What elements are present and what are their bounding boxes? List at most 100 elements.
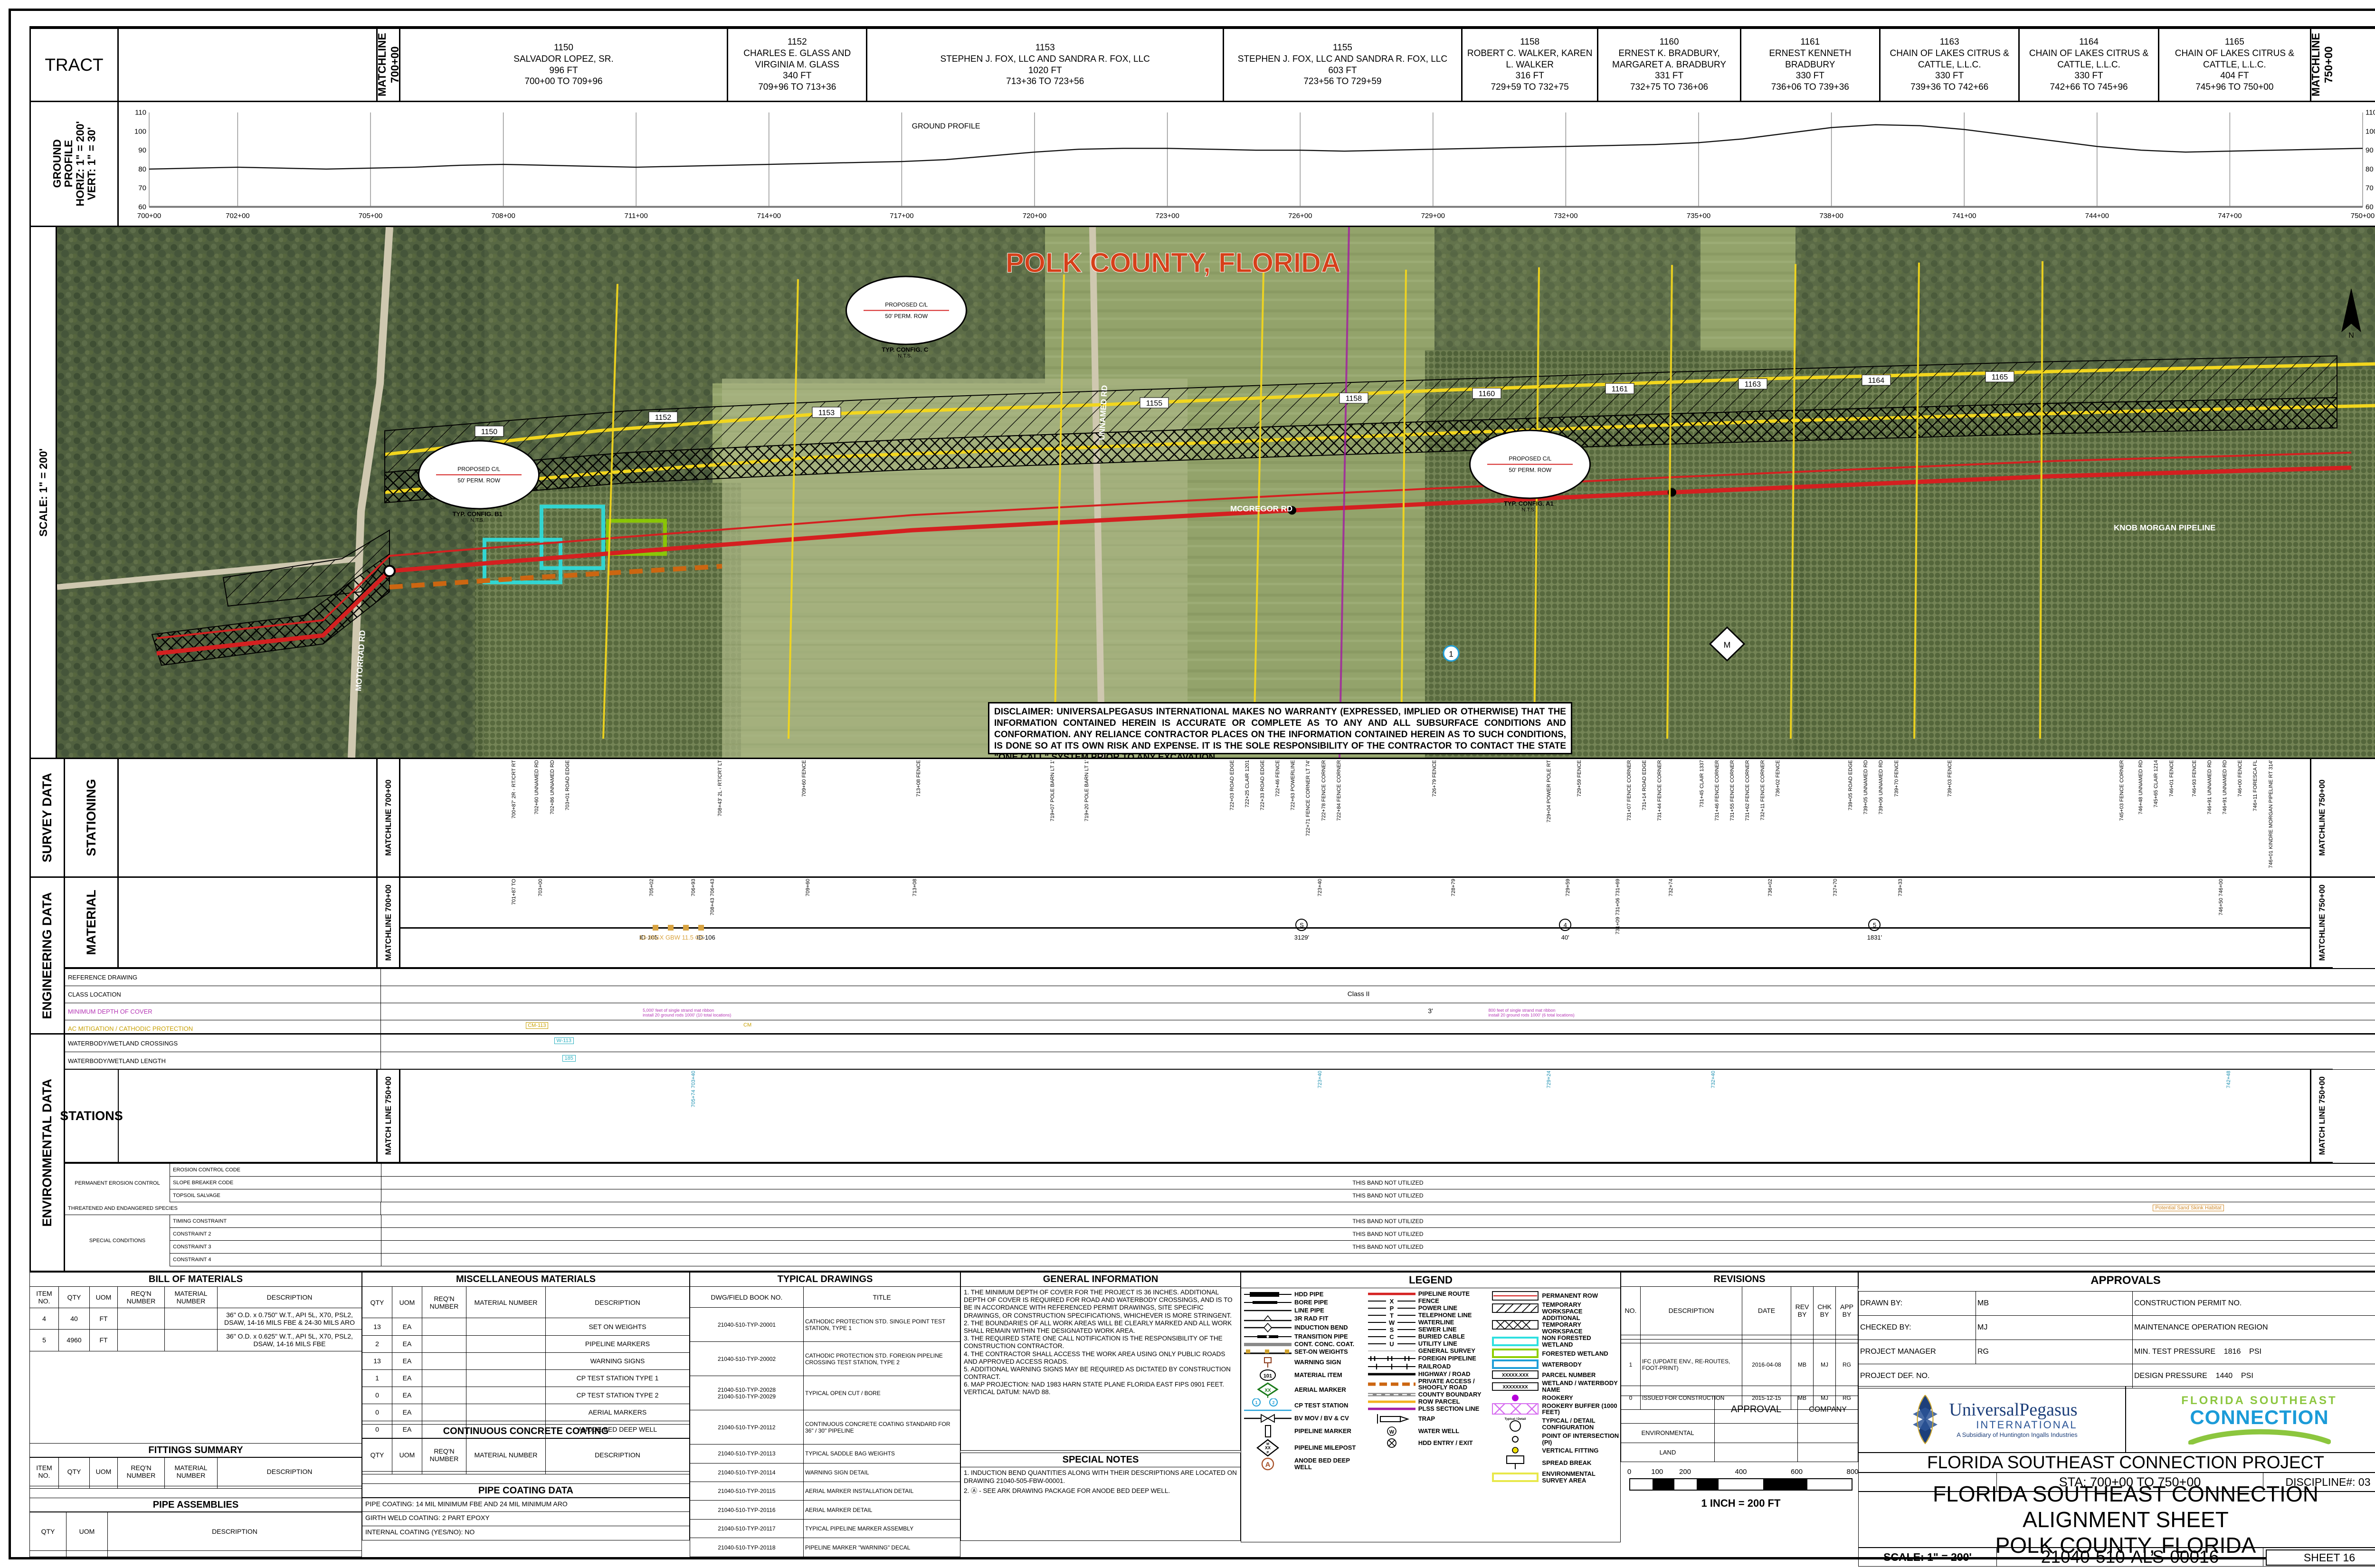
tract-length: 330 FT [1796,71,1824,81]
data-label: 746+93 FENCE [2191,760,2197,797]
svg-text:1158: 1158 [1346,395,1362,403]
data-label: 728+79 [1451,879,1456,897]
temporary-workspace-icon [1492,1303,1539,1313]
svg-text:N: N [2348,332,2354,339]
data-label: 731+45 CLAIR 1337 [1699,760,1705,808]
tract-range: 739+36 TO 742+66 [1910,82,1989,93]
table-cell: 21040-510-TYP-20112 [690,1410,804,1445]
legend-label: UTILITY LINE [1418,1340,1457,1348]
svg-text:90: 90 [2366,147,2374,154]
legend-label: VERTICAL FITTING [1542,1446,1599,1454]
3r-rad-fit-icon [1244,1315,1292,1322]
warning-sign-icon [1244,1356,1292,1368]
data-label: 731+07 FENCE CORNER [1626,760,1632,821]
pipe-assemblies-title: PIPE ASSEMBLIES [29,1498,362,1512]
table-header: UOM [89,1286,118,1309]
legend-label: ROOKERY [1542,1394,1573,1401]
scale-bar-graphic [1629,1478,1852,1491]
table-cell [422,1335,466,1353]
table-cell [422,1386,466,1404]
legend-label: PARCEL NUMBER [1542,1371,1596,1378]
svg-text:XX: XX [1264,1388,1271,1393]
table-header: DESCRIPTION [1640,1286,1742,1335]
data-label: 746+01 FENCE [2168,760,2175,797]
eng-row-value [381,969,2375,986]
legend-label: WARNING SIGN [1294,1359,1341,1366]
aerial-map-band: SCALE: 1" = 200' [29,227,2375,759]
table-header: REQ'N NUMBER [422,1286,466,1319]
approval-value: MB [1976,1291,2133,1316]
svg-text:XXXXXXXX: XXXXXXXX [1503,1385,1529,1390]
aerial-map-svg: 1152 1153 1155 1158 1160 1161 1163 1164 … [57,227,2375,758]
legend-label: BV MOV / BV & CV [1294,1415,1349,1422]
tes-value: Potential Sand Skink Habitat [381,1202,2375,1215]
fence-icon: X [1368,1298,1416,1304]
table-cell [422,1403,466,1421]
bom-title: BILL OF MATERIALS [29,1272,362,1286]
ccc-title: CONTINUOUS CONCRETE COATING [362,1424,690,1438]
data-label: 703+01 ROAD EDGE [564,760,570,811]
legend-label: TELEPHONE LINE [1418,1311,1472,1319]
pipe-coating-line: GIRTH WELD COATING: 2 PART EPOXY [362,1512,690,1526]
county-boundary-icon [1368,1391,1416,1398]
svg-text:1: 1 [1449,650,1453,659]
table-header: DESCRIPTION [107,1511,362,1551]
legend-item: NON FORESTED WETLAND [1492,1335,1619,1348]
vertical-fitting-icon [1492,1446,1539,1454]
legend-label: WETLAND / WATERBODY NAME [1542,1379,1618,1394]
data-label: 729+24 [1546,1071,1552,1089]
pipe-coating-title: PIPE COATING DATA [362,1483,690,1498]
data-label: 703+00 [538,879,544,897]
svg-text:723+00: 723+00 [1155,212,1179,220]
svg-text:1165: 1165 [1992,373,2008,381]
data-label: 706+93 [691,879,697,897]
legend-label: FOREIGN PIPELINE [1418,1354,1476,1362]
table-header: MATERIAL NUMBER [164,1286,218,1309]
table-cell: 0 [362,1386,392,1404]
table-row: ENVIRONMENTAL [1621,1423,1858,1443]
telephone-line-icon: T [1368,1312,1416,1319]
data-label: 722+33 ROAD EDGE [1260,760,1265,811]
data-label: 731+62 FENCE CORNER [1745,760,1751,821]
table-cell [1791,1334,1814,1340]
legend-label: PRIVATE ACCESS / SHOOFLY ROAD [1418,1377,1475,1391]
table-cell: 21040-510-TYP-20117 [690,1519,804,1539]
data-label: 746+50 746+00 [2218,879,2224,916]
table-cell [1835,1334,1858,1340]
legend-item: GENERAL SURVEY [1368,1348,1492,1354]
table-cell: TYPICAL OPEN CUT / BORE [803,1376,960,1411]
perm-erosion-row-value [381,1164,2375,1176]
table-cell: AERIAL MARKER INSTALLATION DETAIL [803,1481,960,1501]
data-label: 713+08 FENCE [916,760,922,797]
svg-text:1163: 1163 [1745,380,1761,389]
tes-label: THREATENED AND ENDANGERED SPECIES [65,1202,381,1215]
legend-label: INDUCTION BEND [1294,1324,1348,1331]
data-label: 739+05 ROAD EDGE [1848,760,1854,811]
tract-no: 1150 [554,43,573,53]
svg-text:110: 110 [2366,109,2375,117]
data-label: 732+74 [1668,879,1674,897]
special-note: 2. Ⓐ - SEE ARK DRAWING PACKAGE FOR ANODE… [964,1487,1170,1494]
line-pipe-icon [1244,1307,1292,1314]
data-label: 739+70 FENCE [1893,760,1900,797]
table-cell: IFC (UPDATE ENV., RE-ROUTES, FOOT-PRINT) [1640,1343,1742,1387]
table-cell: 5 [29,1329,59,1351]
svg-text:X: X [1389,1298,1394,1304]
tract-owner: CHAIN OF LAKES CITRUS & CATTLE, L.L.C. [2175,48,2294,70]
approval-right: CONSTRUCTION PERMIT NO. [2132,1291,2375,1316]
